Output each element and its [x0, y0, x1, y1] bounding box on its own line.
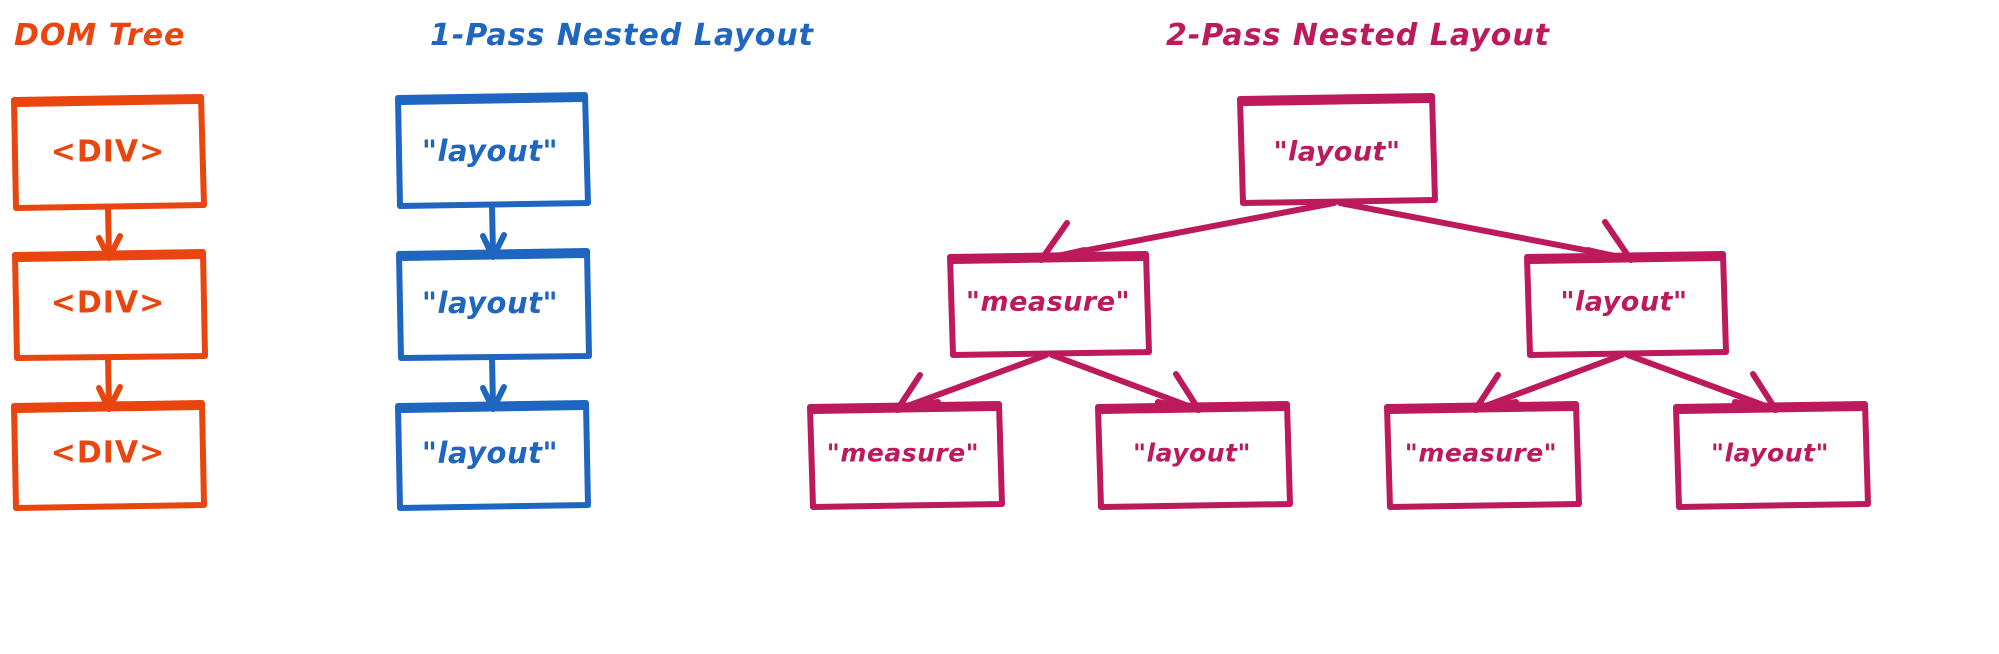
two-pass-group — [807, 93, 1871, 510]
two-pass-edge-root-right — [1337, 200, 1634, 263]
two-pass-node-box-leaf-1[interactable] — [807, 401, 1005, 510]
dom-node-box-1[interactable] — [11, 94, 207, 211]
two-pass-node-box-layout-right[interactable] — [1524, 251, 1729, 358]
dom-edge-arrow-2 — [96, 355, 123, 412]
one-pass-node-box-1[interactable] — [395, 92, 591, 209]
two-pass-node-box-leaf-2[interactable] — [1095, 401, 1293, 510]
two-pass-node-box-root[interactable] — [1237, 93, 1438, 206]
two-pass-node-box-leaf-4[interactable] — [1673, 401, 1871, 510]
one-pass-group — [395, 92, 592, 511]
panel-title-dom-tree: DOM Tree — [14, 18, 186, 53]
two-pass-node-box-leaf-3[interactable] — [1384, 401, 1582, 510]
one-pass-node-box-2[interactable] — [396, 248, 592, 361]
one-pass-edge-arrow-2 — [480, 355, 507, 412]
panel-title-one-pass: 1-Pass Nested Layout — [430, 18, 815, 53]
dom-node-box-3[interactable] — [11, 400, 207, 511]
two-pass-edge-root-left — [1038, 200, 1337, 263]
two-pass-node-box-measure-left[interactable] — [947, 251, 1152, 358]
dom-tree-group — [11, 94, 208, 511]
dom-node-box-2[interactable] — [12, 249, 208, 361]
two-pass-edge-right-rr — [1625, 352, 1779, 413]
two-pass-edge-left-lr — [1049, 352, 1202, 413]
one-pass-edge-arrow-1 — [480, 203, 507, 260]
one-pass-node-box-3[interactable] — [395, 400, 591, 511]
panel-title-two-pass: 2-Pass Nested Layout — [1166, 18, 1551, 53]
